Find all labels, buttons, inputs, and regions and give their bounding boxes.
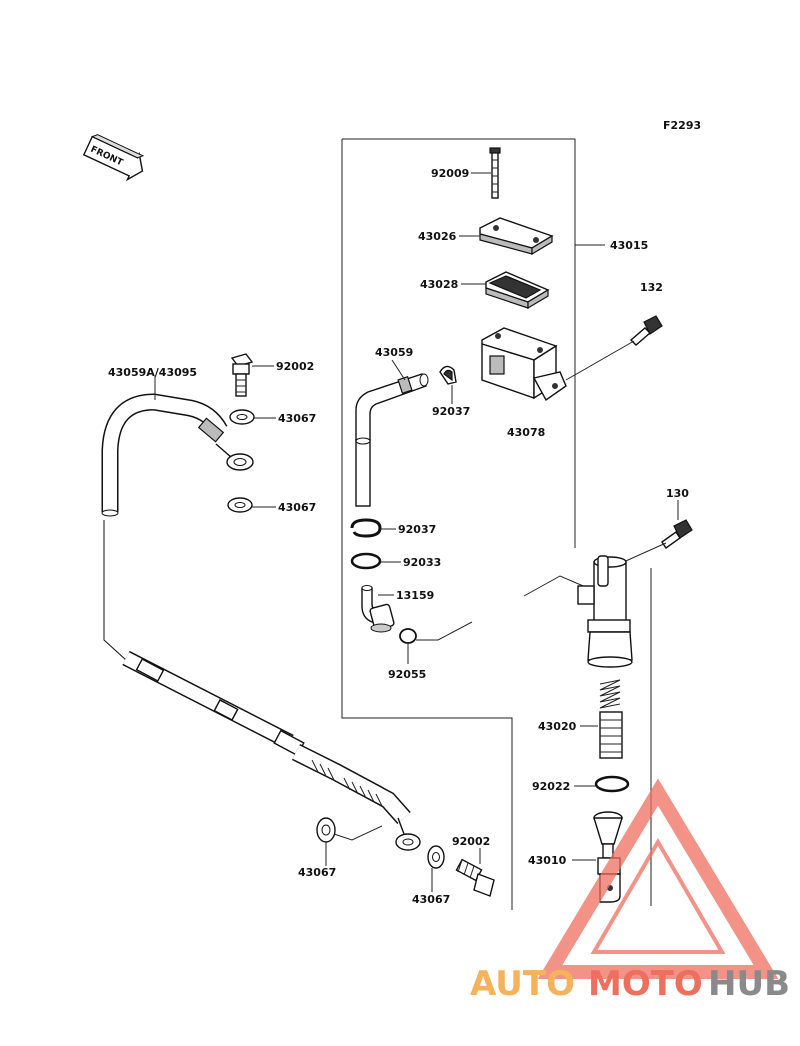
ring-92022: [594, 775, 630, 793]
clamp-92037-top: [439, 365, 457, 385]
label-43010: 43010: [528, 854, 567, 867]
label-92055: 92055: [388, 668, 426, 681]
banjo-bolt-92002-top: [230, 353, 254, 397]
watermark-moto: MOTO: [588, 964, 703, 1004]
label-130: 130: [666, 487, 689, 500]
label-43078: 43078: [507, 426, 545, 439]
label-92033: 92033: [403, 556, 441, 569]
banjo-bolt-92002-bottom: [455, 858, 495, 897]
label-92022: 92022: [532, 780, 570, 793]
watermark-hub: HUB: [708, 964, 790, 1004]
label-92037-top: 92037: [432, 405, 470, 418]
label-43020: 43020: [538, 720, 577, 733]
fitting-13159: [361, 585, 395, 633]
washer-43067-a: [229, 409, 255, 425]
diaphragm-43028: [485, 271, 550, 310]
watermark-logo: [537, 778, 779, 979]
bolt-132: [629, 315, 663, 346]
watermark-text: AUTO MOTO HUB: [470, 964, 790, 1004]
label-43015: 43015: [610, 239, 648, 252]
rear-master-cylinder: [523, 555, 633, 668]
label-43028: 43028: [420, 278, 458, 291]
bolt-130: [661, 519, 693, 549]
washer-43067-b: [227, 497, 253, 513]
ring-92033: [350, 552, 382, 570]
assembly-bracket-left: [341, 139, 513, 910]
cap-43026: [479, 217, 554, 256]
oring-92055: [399, 628, 417, 644]
label-92002-bottom: 92002: [452, 835, 490, 848]
label-13159: 13159: [396, 589, 434, 602]
label-43059: 43059: [375, 346, 413, 359]
assembly-bracket-top: [342, 138, 576, 548]
label-43067-c: 43067: [298, 866, 336, 879]
diagram-code: F2293: [663, 119, 701, 132]
clamp-92037-bottom: [350, 518, 382, 538]
washer-43067-d: [427, 845, 445, 869]
body-43078: [481, 327, 567, 402]
front-arrow-icon: FRONT: [82, 134, 145, 182]
brake-hose-43059a: [101, 393, 254, 517]
label-92002-top: 92002: [276, 360, 314, 373]
spring-43020: [599, 679, 623, 759]
label-43059a: 43059A/43095: [108, 366, 197, 379]
label-92037-bottom: 92037: [398, 523, 436, 536]
hose-43059: [355, 373, 429, 507]
washer-43067-c: [316, 817, 336, 843]
label-92009: 92009: [431, 167, 469, 180]
label-43026: 43026: [418, 230, 457, 243]
label-43067-a: 43067: [278, 412, 316, 425]
label-132: 132: [640, 281, 663, 294]
label-43067-d: 43067: [412, 893, 450, 906]
screw-92009: [489, 147, 501, 199]
brake-pipe-lower: [103, 520, 421, 851]
label-43067-b: 43067: [278, 501, 316, 514]
watermark-auto: AUTO: [470, 964, 575, 1004]
